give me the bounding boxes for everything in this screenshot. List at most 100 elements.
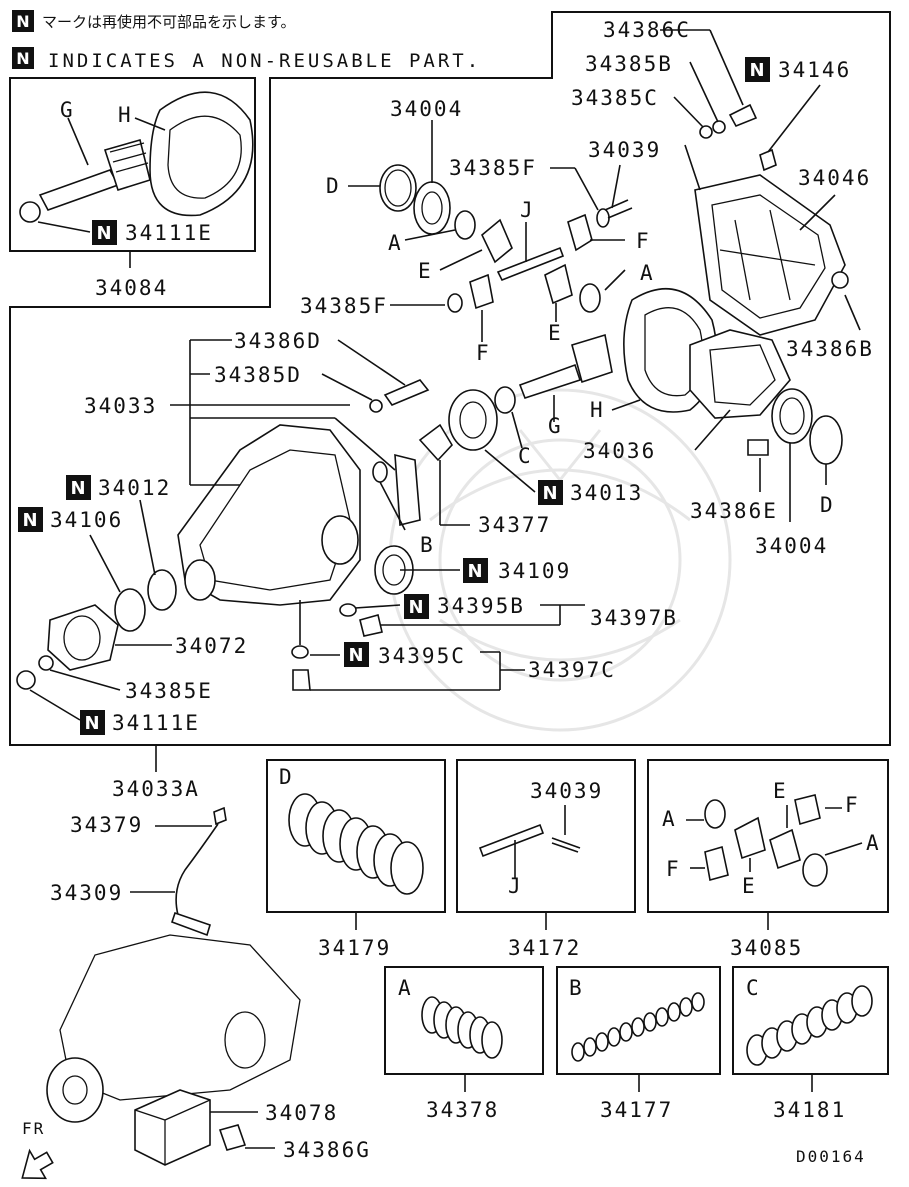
label-34395C: 34395C [378, 644, 466, 668]
label-FR: FR [22, 1119, 45, 1138]
shim-set-A [421, 996, 503, 1059]
nonreusable-mark-icon [92, 220, 117, 245]
label-D-kit: D [279, 765, 294, 789]
mark-text: N [467, 561, 482, 582]
nonreusable-mark-icon [18, 507, 43, 532]
label-34004-mid: 34004 [755, 534, 828, 558]
label-34385E: 34385E [125, 679, 213, 703]
nonreusable-mark-icon [538, 480, 563, 505]
label-34033: 34033 [84, 394, 157, 418]
label-34179: 34179 [318, 936, 391, 960]
label-34386G: 34386G [283, 1138, 371, 1162]
label-C-mid: C [518, 444, 533, 468]
label-34397C: 34397C [528, 658, 616, 682]
mark-text: N [348, 645, 363, 666]
label-34106: 34106 [50, 508, 123, 532]
label-34012: 34012 [98, 476, 171, 500]
nonreusable-mark-icon [80, 710, 105, 735]
legend-mark-text: N [16, 12, 29, 31]
label-J-kit: J [508, 874, 523, 898]
label-34181: 34181 [773, 1098, 846, 1122]
label-A-right: A [640, 261, 655, 285]
label-34084: 34084 [95, 276, 168, 300]
pinion-shaft-kit [478, 805, 581, 878]
ring-gear-case [418, 287, 843, 526]
label-E-mid: E [548, 321, 563, 345]
label-E-kit1: E [773, 779, 788, 803]
mark-text: N [542, 483, 557, 504]
label-D-mid: D [820, 493, 835, 517]
label-A-kit2: A [866, 831, 881, 855]
label-H: H [118, 103, 133, 127]
label-F-kit1: F [845, 793, 860, 817]
label-H-mid: H [590, 398, 605, 422]
label-34385F-mid: 34385F [300, 294, 388, 318]
nonreusable-mark-icon [12, 47, 34, 69]
label-34039-kit: 34039 [530, 779, 603, 803]
mark-text: N [749, 60, 764, 81]
label-34397B: 34397B [590, 606, 678, 630]
label-C-kitbox: C [746, 976, 761, 1000]
label-A-left: A [388, 231, 403, 255]
label-34039-top: 34039 [588, 138, 661, 162]
label-34036: 34036 [583, 439, 656, 463]
label-34004-top: 34004 [390, 97, 463, 121]
mark-text: N [408, 597, 423, 618]
kit-box-34085 [647, 759, 889, 913]
label-A-kitbox: A [398, 976, 413, 1000]
label-34386D: 34386D [234, 329, 322, 353]
label-34177: 34177 [600, 1098, 673, 1122]
nonreusable-mark-icon [745, 57, 770, 82]
label-F-kit2: F [666, 857, 681, 881]
label-B-kitbox: B [569, 976, 584, 1000]
label-E-left: E [418, 259, 433, 283]
label-34378: 34378 [426, 1098, 499, 1122]
diff-gear-kit [686, 794, 863, 887]
shim-set-B [571, 992, 705, 1062]
label-34309: 34309 [50, 881, 123, 905]
label-34385C: 34385C [571, 86, 659, 110]
label-34386B: 34386B [786, 337, 874, 361]
shim-set-C [746, 985, 873, 1066]
label-34111E-bottom: 34111E [112, 711, 200, 735]
label-34111E-top: 34111E [125, 221, 213, 245]
differential-internals [348, 120, 633, 342]
label-34385D: 34385D [214, 363, 302, 387]
carrier-cover [660, 29, 861, 336]
label-J-top: J [520, 198, 535, 222]
label-G: G [60, 98, 75, 122]
legend: N マークは再使用不可部品を示します。 N INDICATES A NON-RE… [12, 10, 478, 72]
mark-text: N [70, 478, 85, 499]
label-34013: 34013 [570, 481, 643, 505]
label-34085: 34085 [730, 936, 803, 960]
label-34146: 34146 [778, 58, 851, 82]
label-34385F-top: 34385F [449, 156, 537, 180]
label-B-mid: B [420, 533, 435, 557]
label-34385B: 34385B [585, 52, 673, 76]
label-34033A: 34033A [112, 777, 200, 801]
carrier-housing [16, 339, 585, 721]
label-34046: 34046 [798, 166, 871, 190]
label-34386C: 34386C [603, 18, 691, 42]
label-34072: 34072 [175, 634, 248, 658]
nonreusable-mark-icon [463, 558, 488, 583]
label-E-kit2: E [742, 874, 757, 898]
legend-jp-text: マークは再使用不可部品を示します。 [42, 13, 296, 31]
vent-hose-assembly [21, 806, 301, 1180]
label-34386E: 34386E [690, 499, 778, 523]
diagram-code: D00164 [796, 1147, 866, 1166]
label-F-right: F [636, 229, 651, 253]
nonreusable-mark-icon [66, 475, 91, 500]
gear-set-box [9, 77, 256, 252]
main-frame [9, 11, 891, 746]
nonreusable-mark-icon [404, 594, 429, 619]
label-34078: 34078 [265, 1101, 338, 1125]
label-34379: 34379 [70, 813, 143, 837]
label-G-mid: G [548, 414, 563, 438]
label-34172: 34172 [508, 936, 581, 960]
mark-text: N [22, 510, 37, 531]
mark-text: N [96, 223, 111, 244]
kit-box-34378 [384, 966, 544, 1075]
label-D-top: D [326, 174, 341, 198]
label-34377: 34377 [478, 513, 551, 537]
